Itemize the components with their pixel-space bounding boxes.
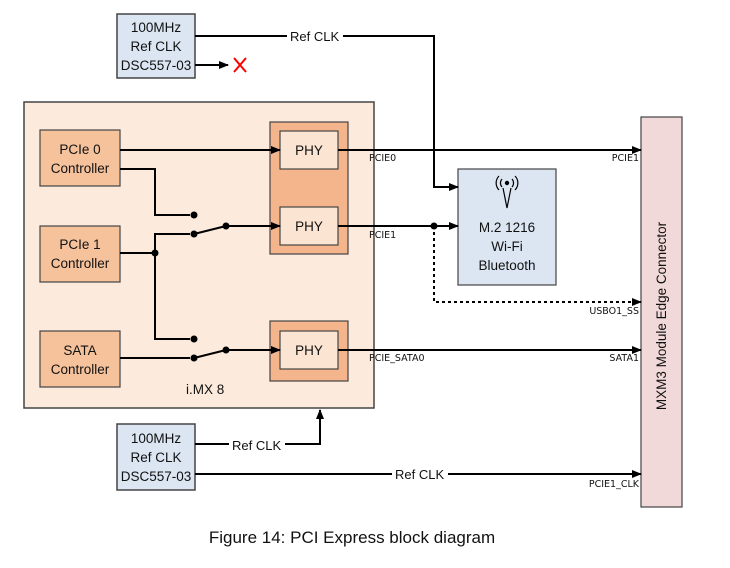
pcie1-to-switch-wire: [154, 233, 190, 253]
phy-sata-label: PHY: [295, 343, 323, 358]
pcie1-to-sata-switch-wire: [154, 253, 190, 340]
ref-clk-label-connector: Ref CLK: [395, 467, 444, 482]
phy-pcie1-label: PHY: [295, 219, 323, 234]
mxm3-edge-connector: [640, 116, 683, 508]
switch2-contact-a: [190, 335, 198, 343]
pcie1-controller-line2: Controller: [51, 256, 110, 271]
sata-controller-line1: SATA: [63, 343, 96, 358]
wifi-module-line1: M.2 1216: [479, 220, 535, 235]
ref-clk-label-soc: Ref CLK: [232, 438, 281, 453]
switch2-lever: [193, 349, 227, 359]
oscillator-bottom-line1: 100MHz: [131, 431, 182, 446]
oscillator-top-line3: DSC557-03: [121, 58, 192, 73]
pcie1-controller-line1: PCIe 1: [59, 237, 100, 252]
oscillator-bottom: [116, 423, 196, 491]
switch1-lever: [193, 225, 227, 235]
no-connect-x-icon: [233, 57, 247, 73]
signal-conn-usbo1-ss: USBO1_SS: [589, 306, 639, 317]
signal-pcie1: PCIE1: [369, 230, 396, 241]
oscillator-top-line2: Ref CLK: [130, 39, 181, 54]
switch1-contact-a: [190, 211, 198, 219]
signal-pcie-sata0: PCIE_SATA0: [369, 353, 425, 364]
pcie0-controller-line2: Controller: [51, 161, 110, 176]
mxm3-connector-label: MXM3 Module Edge Connector: [654, 221, 669, 410]
signal-pcie0: PCIE0: [369, 153, 396, 164]
figure-caption: Figure 14: PCI Express block diagram: [209, 528, 495, 547]
phy-pcie0: [279, 130, 339, 170]
pcie1-controller: [39, 225, 121, 283]
signal-conn-pcie1: PCIE1: [612, 153, 639, 164]
antenna-icon: [495, 175, 519, 209]
sata-controller-line2: Controller: [51, 362, 110, 377]
oscillator-bottom-line2: Ref CLK: [130, 450, 181, 465]
wifi-module-line2: Wi-Fi: [491, 239, 522, 254]
oscillator-top: [116, 13, 196, 79]
ref-clk-label-top: Ref CLK: [290, 29, 339, 44]
sata-controller: [39, 330, 121, 388]
oscillator-bottom-line3: DSC557-03: [121, 469, 192, 484]
usbo1-ss-dashed-wire: [433, 226, 642, 306]
wifi-module-line3: Bluetooth: [478, 258, 535, 273]
pcie0-controller: [39, 129, 121, 187]
pcie0-branch-wire: [120, 168, 190, 216]
pcie0-controller-line1: PCIe 0: [59, 142, 100, 157]
oscillator-top-line1: 100MHz: [131, 20, 182, 35]
signal-conn-pcie1-clk: PCIE1_CLK: [589, 479, 640, 490]
phy-pcie0-label: PHY: [295, 143, 323, 158]
soc-label: i.MX 8: [186, 382, 224, 397]
signal-conn-sata1: SATA1: [609, 353, 639, 364]
